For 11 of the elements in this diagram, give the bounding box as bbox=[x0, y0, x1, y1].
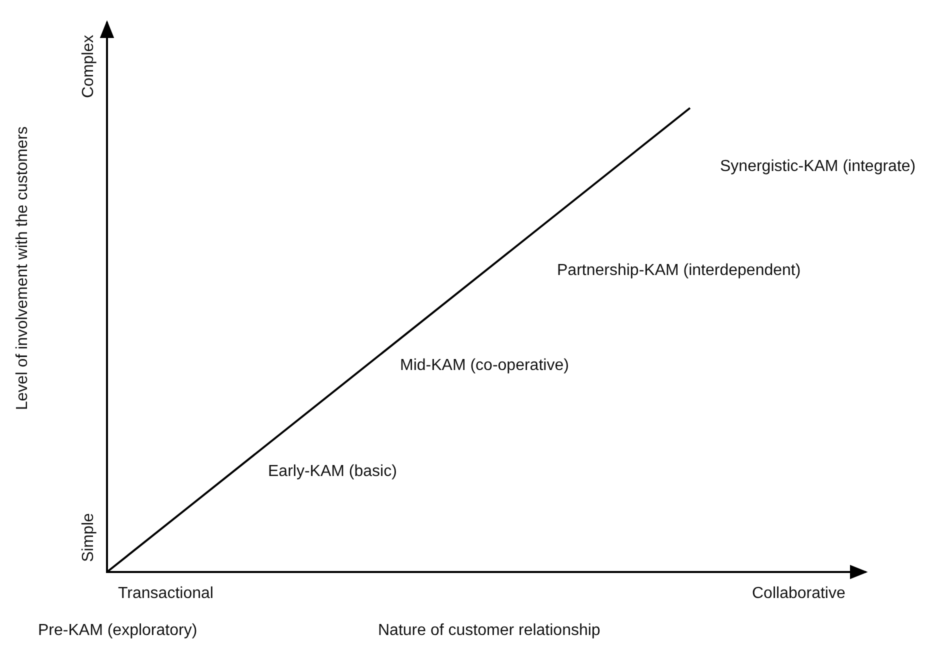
stage-label: Mid-KAM (co-operative) bbox=[400, 357, 569, 375]
stage-label: Early-KAM (basic) bbox=[268, 463, 397, 481]
axis-end-label: Collaborative bbox=[752, 585, 846, 603]
axis-end-label: Complex bbox=[80, 34, 98, 98]
axis-end-label: Transactional bbox=[118, 585, 214, 603]
axis-end-label: Simple bbox=[80, 513, 98, 562]
stage-label: Synergistic-KAM (integrate) bbox=[720, 158, 916, 176]
stage-label: Partnership-KAM (interdependent) bbox=[557, 262, 801, 280]
axis-title: Nature of customer relationship bbox=[378, 622, 600, 640]
stage-label: Pre-KAM (exploratory) bbox=[38, 622, 198, 640]
axis-title: Level of involvement with the customers bbox=[14, 126, 32, 410]
